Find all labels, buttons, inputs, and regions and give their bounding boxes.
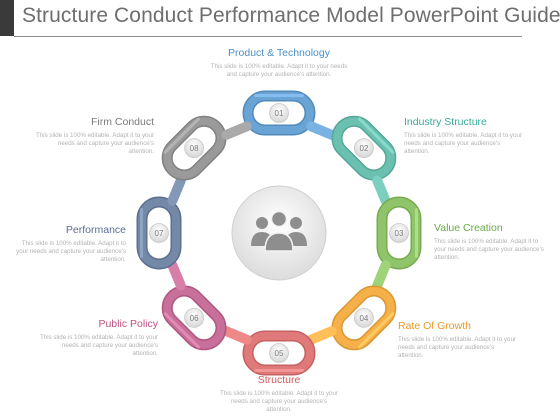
step-number-badge: 05 xyxy=(269,343,289,363)
chain-connector xyxy=(372,260,391,291)
step-number-badge: 04 xyxy=(353,307,374,328)
step-number: 06 xyxy=(190,314,199,323)
step-title: Performance xyxy=(65,224,126,236)
step-number: 05 xyxy=(275,349,284,358)
step-label-03: Value Creation This slide is 100% editab… xyxy=(434,222,544,261)
chain-link-02 xyxy=(331,115,397,181)
chain-connector xyxy=(167,175,186,206)
step-label-01: Product & Technology This slide is 100% … xyxy=(208,47,350,79)
step-description: This slide is 100% editable. Adapt it to… xyxy=(16,240,126,263)
step-label-07: Performance This slide is 100% editable.… xyxy=(14,224,126,263)
corner-accent-tab xyxy=(0,0,14,36)
step-label-02: Industry Structure This slide is 100% ed… xyxy=(404,116,522,155)
chain-link-01 xyxy=(242,90,316,136)
chain-connector xyxy=(167,260,186,291)
step-number: 04 xyxy=(359,314,368,323)
chain-connector xyxy=(221,326,252,345)
step-title: Structure xyxy=(257,374,301,386)
chain-connector xyxy=(306,121,337,140)
chain-link-05 xyxy=(242,330,316,376)
page-title: Structure Conduct Performance Model Powe… xyxy=(22,4,560,27)
step-title: Value Creation xyxy=(434,222,503,234)
step-title: Product & Technology xyxy=(228,47,330,59)
step-title: Firm Conduct xyxy=(90,116,154,128)
step-number-badge: 02 xyxy=(353,138,374,159)
step-description: This slide is 100% editable. Adapt it to… xyxy=(220,390,338,413)
step-label-04: Rate Of Growth This slide is 100% editab… xyxy=(398,320,520,359)
step-number-badge: 01 xyxy=(269,103,289,123)
chain-link-06 xyxy=(161,285,227,351)
chain-number-badges: 01 02 03 04 05 06 07 08 xyxy=(149,103,409,363)
step-description: This slide is 100% editable. Adapt it to… xyxy=(40,334,158,357)
chain-link-03 xyxy=(376,196,422,270)
step-description: This slide is 100% editable. Adapt it to… xyxy=(434,238,544,261)
people-group-icon xyxy=(251,210,307,252)
chain-connector xyxy=(221,121,252,140)
step-label-05: Structure This slide is 100% editable. A… xyxy=(218,374,340,413)
chain-link-07 xyxy=(136,196,182,270)
step-title: Public Policy xyxy=(98,318,158,330)
title-divider xyxy=(14,36,522,37)
step-title: Industry Structure xyxy=(404,116,487,128)
step-description: This slide is 100% editable. Adapt it to… xyxy=(398,336,516,359)
step-number: 08 xyxy=(190,144,199,153)
step-title: Rate Of Growth xyxy=(398,320,471,332)
step-description: This slide is 100% editable. Adapt it to… xyxy=(210,63,348,78)
step-description: This slide is 100% editable. Adapt it to… xyxy=(404,132,522,155)
step-label-08: Firm Conduct This slide is 100% editable… xyxy=(36,116,154,155)
step-number-badge: 07 xyxy=(149,223,169,243)
chain-connector xyxy=(306,326,337,345)
step-description: This slide is 100% editable. Adapt it to… xyxy=(36,132,154,155)
step-number: 07 xyxy=(155,229,164,238)
step-number-badge: 06 xyxy=(184,307,205,328)
step-number: 01 xyxy=(275,109,284,118)
step-number-badge: 08 xyxy=(184,138,205,159)
chain-connector xyxy=(372,175,391,206)
step-label-06: Public Policy This slide is 100% editabl… xyxy=(40,318,158,357)
step-number: 02 xyxy=(359,144,368,153)
step-number-badge: 03 xyxy=(389,223,409,243)
chain-links xyxy=(136,90,422,376)
chain-link-08 xyxy=(161,115,227,181)
center-circle xyxy=(231,185,327,281)
step-number: 03 xyxy=(395,229,404,238)
